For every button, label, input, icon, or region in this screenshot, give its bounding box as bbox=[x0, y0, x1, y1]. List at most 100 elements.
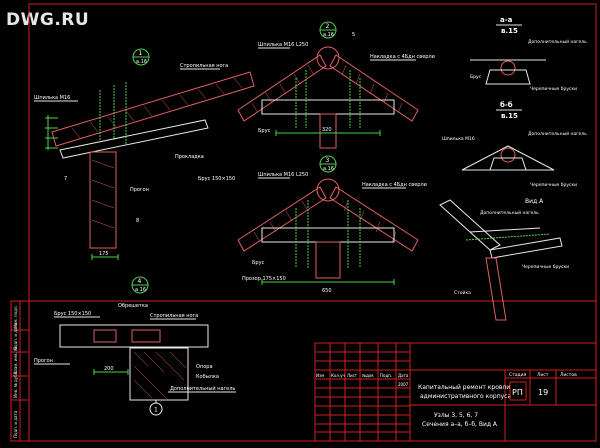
label-rafter-d4: Стропильная нога bbox=[150, 313, 198, 319]
axis-marker-1 bbox=[149, 402, 163, 416]
side-stamp-text-5: Подп. и дата bbox=[13, 410, 18, 438]
view-a-member-2 bbox=[489, 237, 563, 259]
label-nagel-d4: Дополнительный нагель bbox=[170, 385, 235, 392]
tb-desc-line2: административного корпуса bbox=[420, 393, 511, 400]
detail-1-number: 1 bbox=[139, 50, 143, 57]
tb-col-izm: Изм bbox=[316, 373, 324, 378]
label-brus-d4: Брус 150×150 bbox=[54, 311, 91, 317]
tb-sheets-header: Листов bbox=[560, 372, 577, 378]
dim-200-d4: 200 bbox=[104, 366, 114, 372]
view-a-label: Вид А bbox=[525, 198, 544, 205]
label-shpilka-d2: Шпилька М16 L250 bbox=[258, 42, 308, 48]
section-b-label-bruski: Черепичные бруски bbox=[530, 182, 577, 188]
label-kobylka-d4: Кобылка bbox=[196, 374, 219, 380]
section-a-label-bruski: Черепичные бруски bbox=[530, 86, 577, 92]
outer-frame bbox=[28, 3, 597, 442]
beam-4-inner2 bbox=[131, 329, 161, 343]
tie-2 bbox=[261, 99, 395, 115]
detail-3-number: 3 bbox=[326, 157, 330, 164]
tb-col-data: Дата bbox=[398, 373, 409, 378]
dim-175-d1: 175 bbox=[99, 251, 109, 257]
beam-4-inner bbox=[93, 329, 117, 343]
label-brus-d2: Брус bbox=[258, 128, 271, 134]
label-opora-d4: Опора bbox=[196, 364, 213, 370]
section-a-ridge bbox=[500, 60, 516, 76]
label-brus-d3: Брус bbox=[252, 260, 265, 266]
section-a-body bbox=[485, 69, 531, 85]
post-1 bbox=[89, 151, 117, 249]
rafter-2r bbox=[329, 54, 419, 122]
detail-2: 2 a.16 320 Шпилька М16 L250 Накла bbox=[237, 21, 435, 149]
tb-col-kol: Кол.уч bbox=[331, 373, 345, 378]
tb-sheet-header: Лист bbox=[537, 372, 549, 378]
title-block bbox=[314, 342, 597, 442]
rafter-3l bbox=[237, 186, 327, 252]
detail-4-number: 4 bbox=[138, 278, 142, 285]
ridge-3 bbox=[316, 178, 340, 202]
label-progon-d4: Прогон bbox=[34, 358, 53, 364]
label-progon-d1: Прогон bbox=[130, 187, 149, 193]
section-b-label-nagel: Дополнительный нагель bbox=[528, 130, 587, 137]
section-a-label-brus: Брус bbox=[470, 74, 482, 80]
section-b-label: б-б bbox=[500, 101, 513, 109]
view-a: Вид А Дополнительный нагель Черепичные б… bbox=[439, 198, 569, 321]
rafter-1 bbox=[51, 71, 255, 147]
tb-stage-header: Стадия bbox=[509, 372, 527, 378]
side-stamp-text-4: Инв. № дубл. bbox=[13, 371, 18, 398]
tb-col-list: Лист bbox=[347, 373, 358, 378]
dim-320-d2: 320 bbox=[322, 127, 332, 133]
section-b-body bbox=[489, 157, 527, 171]
post-3 bbox=[315, 241, 341, 279]
axis-marker-1-number: 1 bbox=[154, 407, 158, 414]
label-brus-d1: Брус 150×150 bbox=[198, 176, 235, 182]
section-b-label-shpilka: Шпилька М16 bbox=[442, 136, 475, 142]
beam-4 bbox=[59, 324, 209, 348]
side-stamp-text-2: Подп. и дата bbox=[13, 322, 18, 350]
section-b: б-б в.15 Дополнительный нагель Шпилька М… bbox=[442, 101, 587, 188]
dwg-logo: DWG.RU bbox=[6, 10, 89, 30]
tb-col-podp: Подп. bbox=[380, 373, 392, 378]
sub-label-5: 5 bbox=[352, 32, 355, 38]
detail-2-sheet: a.16 bbox=[323, 32, 334, 38]
tb-nodes-line1: Узлы 3, 5, 6, 7 bbox=[434, 412, 478, 419]
tb-date: 2007 bbox=[398, 382, 409, 387]
view-a-label-bruski: Черепичные бруски bbox=[522, 264, 569, 270]
label-shpilka-d1: Шпилька М16 bbox=[34, 95, 70, 101]
brace-1 bbox=[59, 119, 209, 159]
label-prozor-d3: Прозор 175×150 bbox=[242, 276, 286, 282]
detail-3: 3 a.16 650 Шпилька М16 L250 Накладка с 4… bbox=[237, 155, 427, 294]
detail-1: 1 a.16 bbox=[34, 48, 255, 260]
sub-label-7: 7 bbox=[64, 176, 67, 182]
view-a-member-3 bbox=[485, 257, 507, 321]
wall-4 bbox=[129, 347, 189, 401]
section-a-sheet: в.15 bbox=[501, 27, 518, 35]
section-a: а-а в.15 Дополнительный нагель Брус Чере… bbox=[470, 16, 587, 92]
sub-label-8: 8 bbox=[136, 218, 139, 224]
detail-4-sheet: a.16 bbox=[135, 287, 146, 293]
tb-nodes-line2: Сечения а–а, б–б, Вид А bbox=[422, 421, 498, 428]
tb-sheet-value: 19 bbox=[538, 388, 548, 397]
post-2 bbox=[319, 113, 337, 149]
side-stamp-text-3: Взам. инв. № bbox=[13, 347, 18, 374]
side-stamp bbox=[10, 300, 30, 442]
tie-3 bbox=[261, 227, 395, 243]
detail-4: 4 a.16 200 Брус 150×150 Обрешетка Стропи… bbox=[34, 276, 236, 416]
label-rafter-d1: Стропильная нога bbox=[180, 63, 228, 69]
label-obreshetka-d4: Обрешетка bbox=[118, 303, 148, 309]
detail-3-sheet: a.16 bbox=[323, 166, 334, 172]
section-a-label-kobylka: Дополнительный нагель bbox=[528, 38, 587, 45]
tb-stage-box bbox=[509, 381, 527, 401]
ridge-2 bbox=[316, 46, 340, 70]
view-a-member-1 bbox=[439, 199, 501, 251]
section-a-label: а-а bbox=[500, 16, 513, 24]
svg-text:DWG.RU: DWG.RU bbox=[6, 10, 89, 30]
rafter-2l bbox=[237, 54, 327, 122]
drawing-frame bbox=[10, 300, 597, 442]
label-nakladka-d2: Накладка с 4Бдн сверли bbox=[370, 54, 435, 60]
label-nakladka-d1: Прокладка bbox=[175, 154, 204, 160]
detail-1-sheet: a.16 bbox=[136, 59, 147, 65]
side-stamp-text-1: Ном. подл. bbox=[13, 305, 18, 328]
view-a-label-nagel: Дополнительный нагель bbox=[480, 209, 539, 216]
